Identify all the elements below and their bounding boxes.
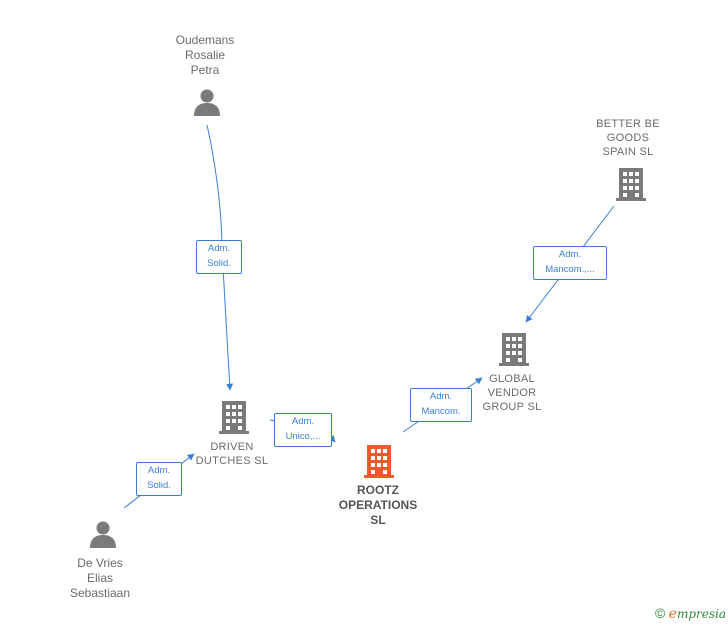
- label-line: GLOBAL: [489, 373, 535, 385]
- edge-label-line: Adm.: [429, 391, 453, 402]
- edge-label-line: Solid.: [147, 480, 171, 491]
- building-icon[interactable]: [498, 332, 530, 366]
- edge-label-line: Unico,...: [285, 431, 321, 442]
- node-label-better-be-goods: BETTER BE GOODS SPAIN SL: [578, 117, 678, 159]
- label-line: GOODS: [606, 132, 650, 144]
- node-label-de-vries: De Vries Elias Sebastiaan: [55, 556, 145, 601]
- edge-label-line: Adm.: [207, 243, 231, 254]
- label-line: Elias: [86, 571, 113, 585]
- edge-label-line: Solid.: [207, 258, 231, 269]
- edge-label-line: Adm.: [147, 465, 171, 476]
- brand-logo-e: e: [668, 606, 677, 622]
- label-line: OPERATIONS: [338, 498, 418, 512]
- label-line: Rosalie: [184, 48, 226, 62]
- edge-label-rootz-global[interactable]: Adm. Mancom.: [410, 388, 472, 422]
- label-line: Petra: [190, 63, 220, 77]
- person-icon[interactable]: [89, 520, 117, 548]
- edge-label-line: Mancom.,...: [545, 264, 595, 275]
- label-line: DUTCHES SL: [195, 455, 269, 467]
- building-icon[interactable]: [218, 400, 250, 434]
- node-label-oudemans: Oudemans Rosalie Petra: [160, 33, 250, 78]
- label-line: GROUP SL: [482, 401, 542, 413]
- label-line: VENDOR: [487, 387, 537, 399]
- label-line: SL: [370, 513, 386, 527]
- label-line: BETTER BE: [596, 118, 660, 130]
- label-line: Oudemans: [175, 33, 235, 47]
- brand-watermark: © empresia: [655, 605, 726, 622]
- edge-label-devries-driven[interactable]: Adm. Solid.: [136, 462, 182, 496]
- edge-label-better-global[interactable]: Adm. Mancom.,...: [533, 246, 607, 280]
- person-icon[interactable]: [193, 88, 221, 116]
- building-icon-focus[interactable]: [363, 444, 395, 478]
- node-label-rootz-operations: ROOTZ OPERATIONS SL: [326, 483, 430, 528]
- label-line: ROOTZ: [357, 483, 399, 497]
- edge-label-line: Mancom.: [421, 406, 461, 417]
- label-line: De Vries: [77, 556, 123, 570]
- edge-label-line: Adm.: [291, 416, 315, 427]
- label-line: DRIVEN: [210, 441, 254, 453]
- edge-label-line: Adm.: [558, 249, 582, 260]
- edge-label-driven-rootz[interactable]: Adm. Unico,...: [274, 413, 332, 447]
- node-label-driven-dutches: DRIVEN DUTCHES SL: [182, 440, 282, 468]
- label-line: Sebastiaan: [69, 586, 131, 600]
- brand-logo-text: mpresia: [676, 607, 726, 621]
- label-line: SPAIN SL: [602, 146, 654, 158]
- edge-label-oudemans-driven[interactable]: Adm. Solid.: [196, 240, 242, 274]
- building-icon[interactable]: [615, 167, 647, 201]
- node-label-global-vendor: GLOBAL VENDOR GROUP SL: [462, 372, 562, 414]
- copyright-icon: ©: [654, 605, 666, 621]
